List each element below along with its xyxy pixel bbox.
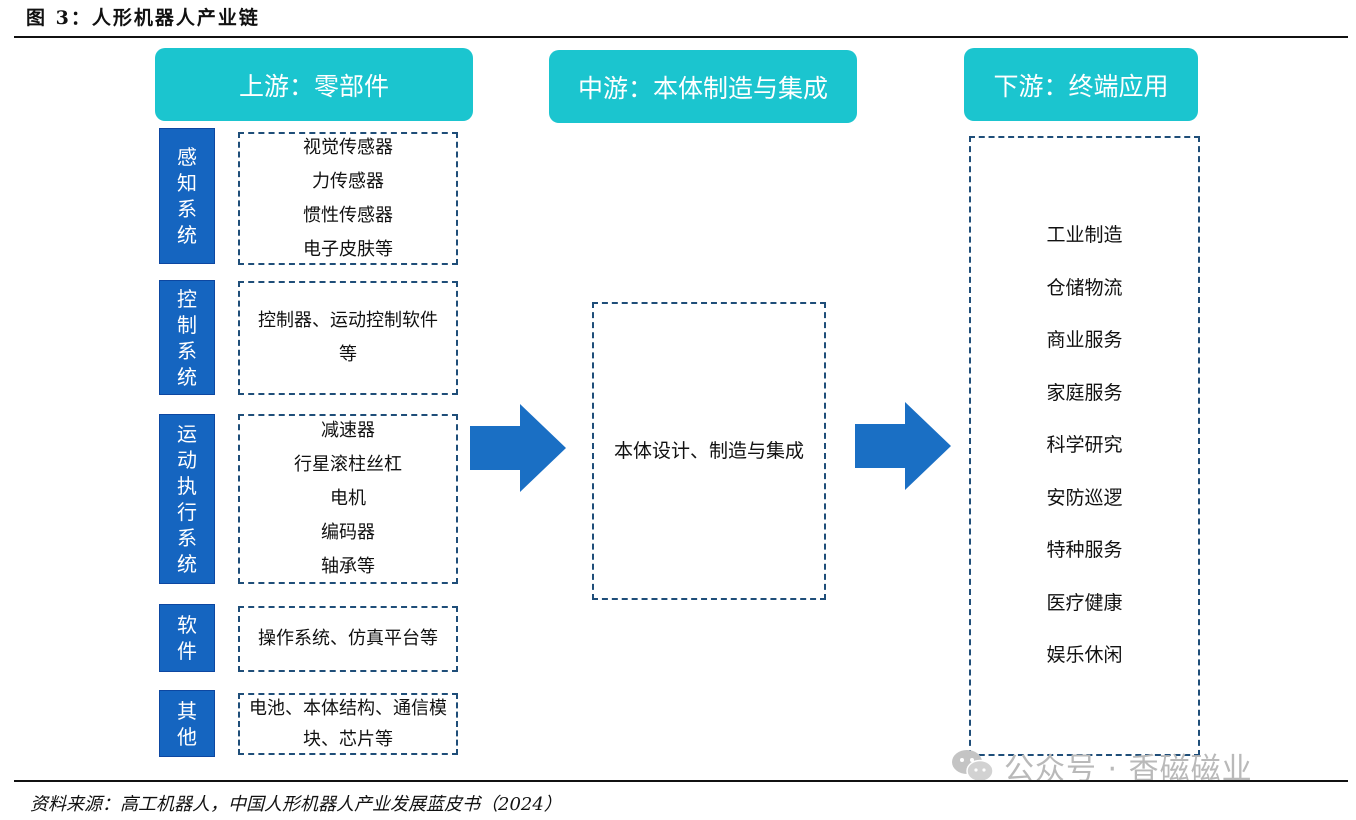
bottom-rule [14,780,1348,782]
component-item: 编码器 [321,522,375,543]
figure-title: 图 3：人形机器人产业链 [26,7,260,29]
component-item: 惯性传感器 [303,204,393,226]
system-control-label: 控制系统 [177,286,197,389]
application-item: 医疗健康 [1046,591,1123,614]
component-item: 力传感器 [312,170,384,192]
midstream-box: 本体设计、制造与集成 [592,302,826,600]
system-other-label: 其他 [177,698,197,749]
system-motion-execution: 运动执行系统 [159,414,215,584]
downstream-header: 下游：终端应用 [964,48,1198,121]
application-item: 家庭服务 [1046,381,1123,404]
application-item: 商业服务 [1046,329,1123,351]
downstream-box: 工业制造 仓储物流 商业服务 家庭服务 科学研究 安防巡逻 特种服务 医疗健康 … [969,136,1200,756]
component-item: 轴承等 [321,556,375,577]
top-rule [14,36,1348,38]
flow-arrow-right [470,404,566,492]
application-item: 科学研究 [1046,434,1123,456]
component-item: 行星滚柱丝杠 [294,454,402,475]
midstream-header: 中游：本体制造与集成 [549,50,857,123]
system-motion-label: 运动执行系统 [177,422,197,576]
system-perception: 感知系统 [159,128,215,264]
component-item: 控制器、运动控制软件等 [258,310,438,365]
application-item: 仓储物流 [1046,276,1123,299]
wechat-icon [952,750,994,783]
component-item: 视觉传感器 [303,136,393,158]
component-item: 减速器 [321,420,375,441]
application-item: 安防巡逻 [1046,486,1123,509]
component-item: 电池、本体结构、通信模块、芯片等 [249,698,447,750]
application-item: 特种服务 [1046,539,1123,561]
perception-components-box: 视觉传感器 力传感器 惯性传感器 电子皮肤等 [238,132,458,265]
system-software-label: 软件 [177,613,197,663]
other-components-box: 电池、本体结构、通信模块、芯片等 [238,693,458,755]
system-other: 其他 [159,690,215,757]
flow-arrow-right [855,402,951,490]
component-item: 电子皮肤等 [303,238,393,260]
control-components-box: 控制器、运动控制软件等 [238,281,458,395]
software-components-box: 操作系统、仿真平台等 [238,606,458,672]
component-item: 电机 [330,488,366,509]
motion-components-box: 减速器 行星滚柱丝杠 电机 编码器 轴承等 [238,414,458,584]
application-item: 工业制造 [1046,224,1123,246]
upstream-header: 上游：零部件 [155,48,473,121]
system-software: 软件 [159,604,215,672]
application-item: 娱乐休闲 [1046,644,1123,666]
figure-source: 资料来源：高工机器人，中国人形机器人产业发展蓝皮书（2024） [30,794,562,815]
system-perception-label: 感知系统 [177,145,197,247]
system-control: 控制系统 [159,280,215,395]
midstream-content: 本体设计、制造与集成 [613,440,804,462]
component-item: 操作系统、仿真平台等 [258,628,438,649]
